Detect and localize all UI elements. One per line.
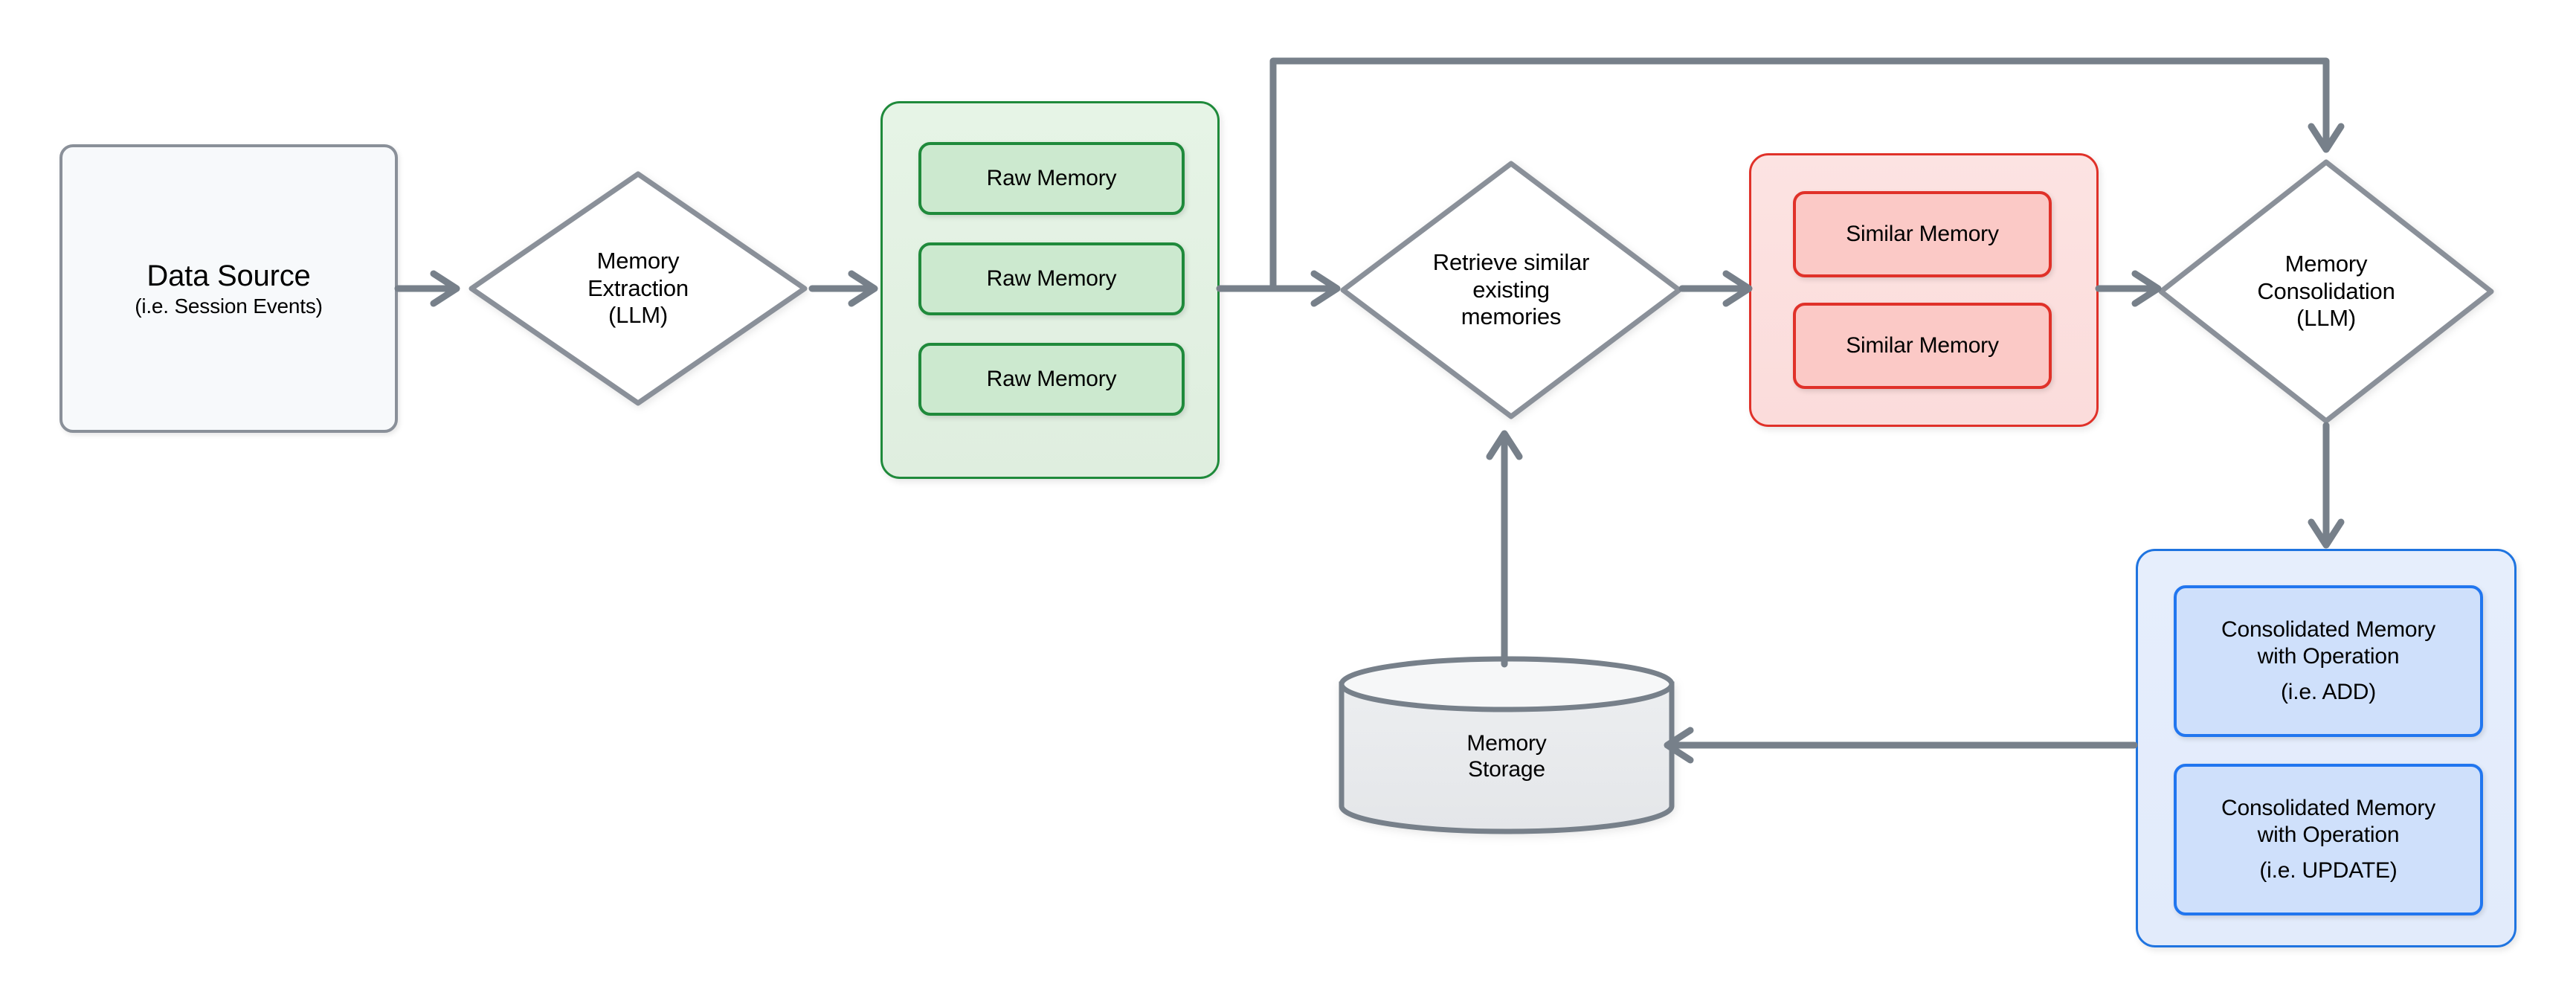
consolidated-memory-update-subtitle: (i.e. UPDATE)	[2259, 858, 2398, 883]
edge-data-source-to-memory-extraction	[394, 270, 460, 307]
chip-consolidated-memory-update[interactable]: Consolidated Memory with Operation (i.e.…	[2174, 764, 2483, 915]
consolidated-memory-add-subtitle: (i.e. ADD)	[2280, 680, 2377, 704]
chip-similar-memory-1[interactable]: Similar Memory	[1793, 191, 2052, 277]
raw-memory-2-label: Raw Memory	[986, 266, 1117, 291]
chip-raw-memory-1[interactable]: Raw Memory	[918, 142, 1185, 215]
chip-similar-memory-2[interactable]: Similar Memory	[1793, 303, 2052, 389]
raw-memory-3-label: Raw Memory	[986, 367, 1117, 391]
node-data-source[interactable]	[59, 144, 398, 433]
consolidated-memory-update-line2: with Operation	[2257, 823, 2400, 847]
chip-consolidated-memory-add[interactable]: Consolidated Memory with Operation (i.e.…	[2174, 585, 2483, 737]
similar-memory-1-label: Similar Memory	[1846, 222, 1999, 246]
similar-memory-2-label: Similar Memory	[1846, 333, 1999, 358]
consolidated-memory-add-line2: with Operation	[2257, 644, 2400, 669]
consolidated-memory-update-line1: Consolidated Memory	[2221, 796, 2435, 820]
edge-retrieve-similar-to-similar-memory	[1678, 270, 1753, 307]
consolidated-memory-add-line1: Consolidated Memory	[2221, 617, 2435, 642]
edge-similar-memory-to-memory-consolidation	[2095, 270, 2162, 307]
group-raw-memory[interactable]: Raw Memory Raw Memory Raw Memory	[880, 101, 1220, 479]
group-similar-memory[interactable]: Similar Memory Similar Memory	[1749, 153, 2099, 427]
chip-raw-memory-2[interactable]: Raw Memory	[918, 242, 1185, 315]
raw-memory-1-label: Raw Memory	[986, 166, 1117, 190]
edge-memory-storage-to-retrieve-similar	[1486, 430, 1523, 668]
edge-raw-memory-to-retrieve-similar	[1216, 270, 1341, 307]
node-memory-consolidation[interactable]	[2157, 158, 2496, 425]
edge-memory-consolidation-to-consolidated-memory	[2308, 422, 2345, 549]
edge-memory-extraction-to-raw-memory	[808, 270, 878, 307]
edge-consolidated-memory-to-memory-storage	[1664, 727, 2138, 764]
node-memory-extraction[interactable]	[467, 170, 809, 408]
group-consolidated-memory[interactable]: Consolidated Memory with Operation (i.e.…	[2136, 549, 2517, 947]
chip-raw-memory-3[interactable]: Raw Memory	[918, 343, 1185, 416]
node-retrieve-similar[interactable]	[1339, 159, 1684, 421]
node-memory-storage[interactable]	[1337, 656, 1676, 834]
